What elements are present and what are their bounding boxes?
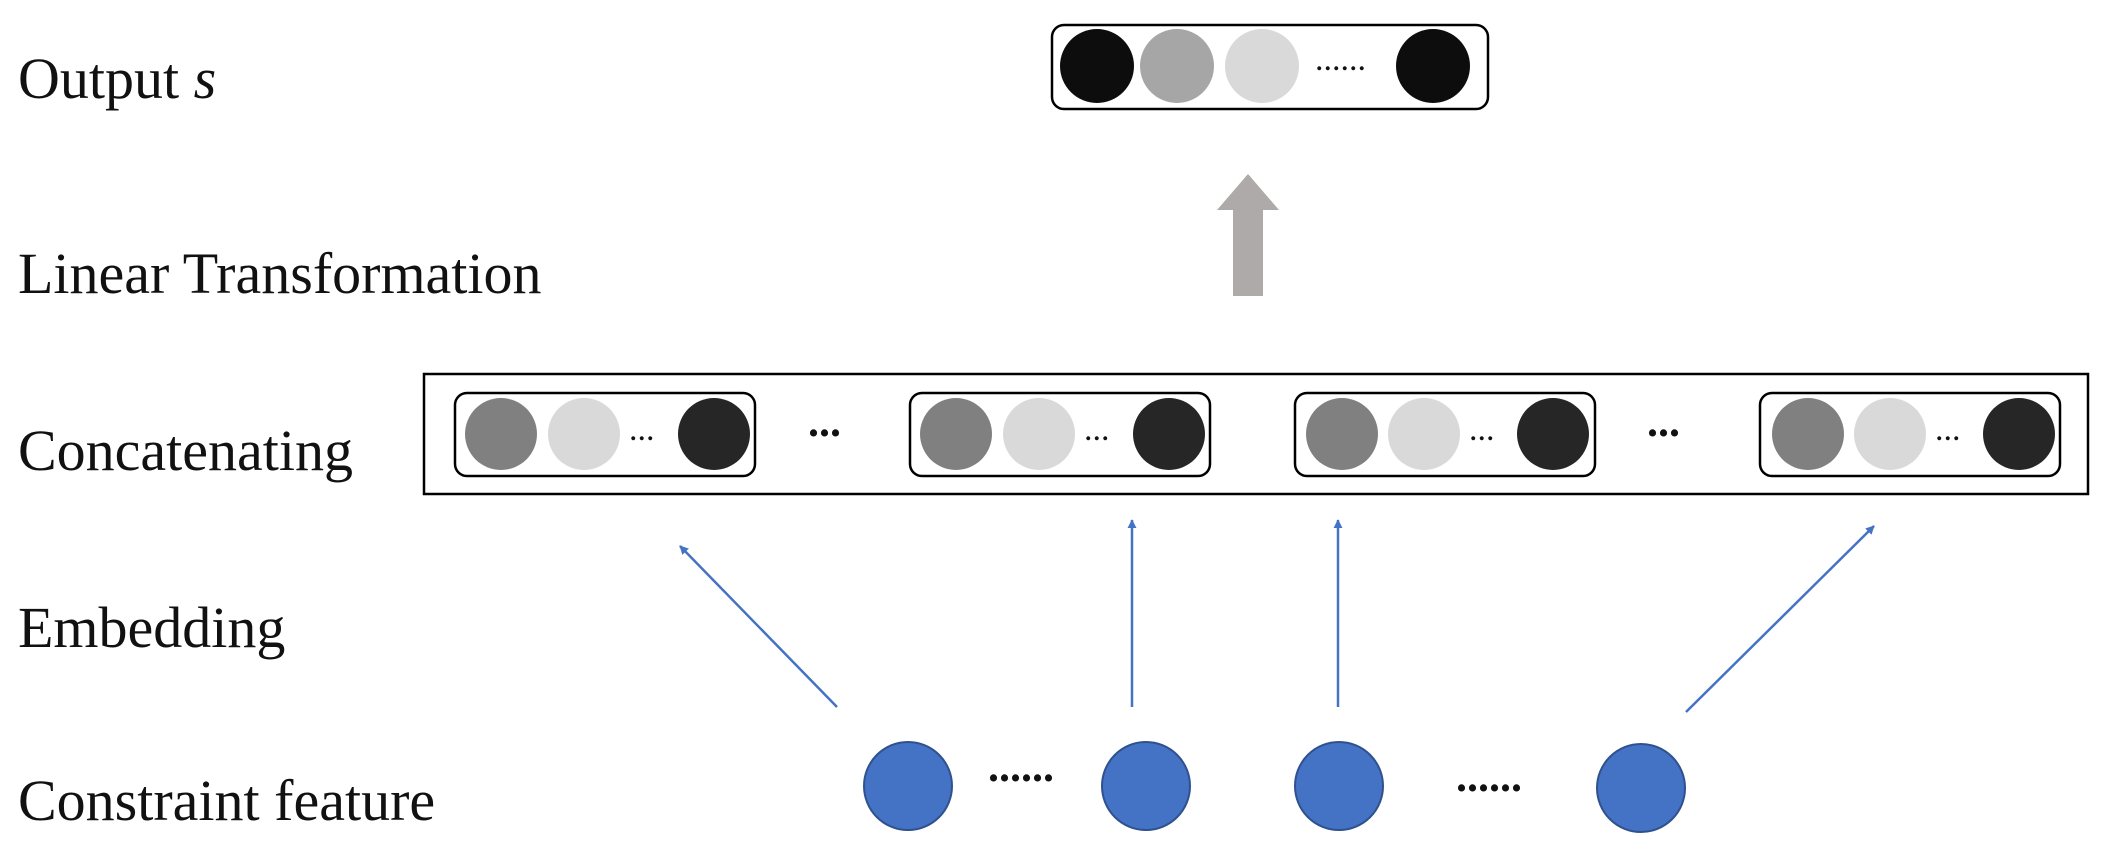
label-embedding: Embedding — [18, 595, 285, 660]
embedding-node — [1388, 398, 1460, 470]
feature-node-1 — [863, 741, 953, 831]
embedding-node — [1772, 398, 1844, 470]
feature-ellipsis-1: ...... — [988, 742, 1054, 791]
output-vector-box — [1050, 23, 1490, 111]
feature-node-2 — [1101, 741, 1191, 831]
embedding-group-box — [1758, 391, 2062, 478]
embedding-node — [548, 398, 620, 470]
constraint-features: ...... ...... — [863, 741, 1686, 833]
embedding-group-box — [1293, 391, 1597, 478]
embedding-node — [1983, 398, 2055, 470]
feature-node-3 — [1294, 741, 1384, 831]
feature-node-4 — [1596, 743, 1686, 833]
embedding-group-4: ... — [1758, 391, 2062, 478]
embedding-node — [465, 398, 537, 470]
output-node-3 — [1225, 29, 1299, 103]
concatenated-vector-box — [422, 372, 2090, 496]
label-output: Output s — [18, 46, 216, 111]
embedding-node — [1517, 398, 1589, 470]
embedding-group-box — [453, 391, 757, 478]
output-node-4 — [1396, 29, 1470, 103]
embedding-arrow-1 — [679, 545, 838, 708]
output-node-1 — [1060, 29, 1134, 103]
embedding-group-ellipsis: ... — [629, 411, 655, 448]
feature-ellipsis-2: ...... — [1456, 752, 1522, 801]
linear-transformation-arrow — [1217, 174, 1279, 296]
embedding-group-ellipsis: ... — [1084, 411, 1110, 448]
concatenated-vector: ... ... ... ... ... ... — [422, 372, 2090, 496]
embedding-arrow-4 — [1685, 525, 1875, 713]
group-ellipsis-left: ... — [808, 397, 841, 446]
embedding-group-ellipsis: ... — [1935, 411, 1961, 448]
embedding-group-box — [908, 391, 1212, 478]
output-vector: ...... — [1050, 23, 1490, 111]
label-output-variable: s — [194, 46, 217, 111]
embedding-node — [1003, 398, 1075, 470]
label-concatenating: Concatenating — [18, 418, 353, 483]
output-node-2 — [1140, 29, 1214, 103]
embedding-group-3: ... — [1293, 391, 1597, 478]
embedding-node — [1306, 398, 1378, 470]
label-linear-transformation: Linear Transformation — [18, 241, 542, 306]
output-ellipsis: ...... — [1315, 41, 1366, 78]
embedding-node — [1133, 398, 1205, 470]
group-ellipsis-right: ... — [1647, 397, 1680, 446]
embedding-group-2: ... — [908, 391, 1212, 478]
label-constraint-feature: Constraint feature — [18, 768, 435, 833]
embedding-group-1: ... — [453, 391, 757, 478]
embedding-node — [1854, 398, 1926, 470]
embedding-node — [920, 398, 992, 470]
embedding-node — [678, 398, 750, 470]
embedding-group-ellipsis: ... — [1469, 411, 1495, 448]
